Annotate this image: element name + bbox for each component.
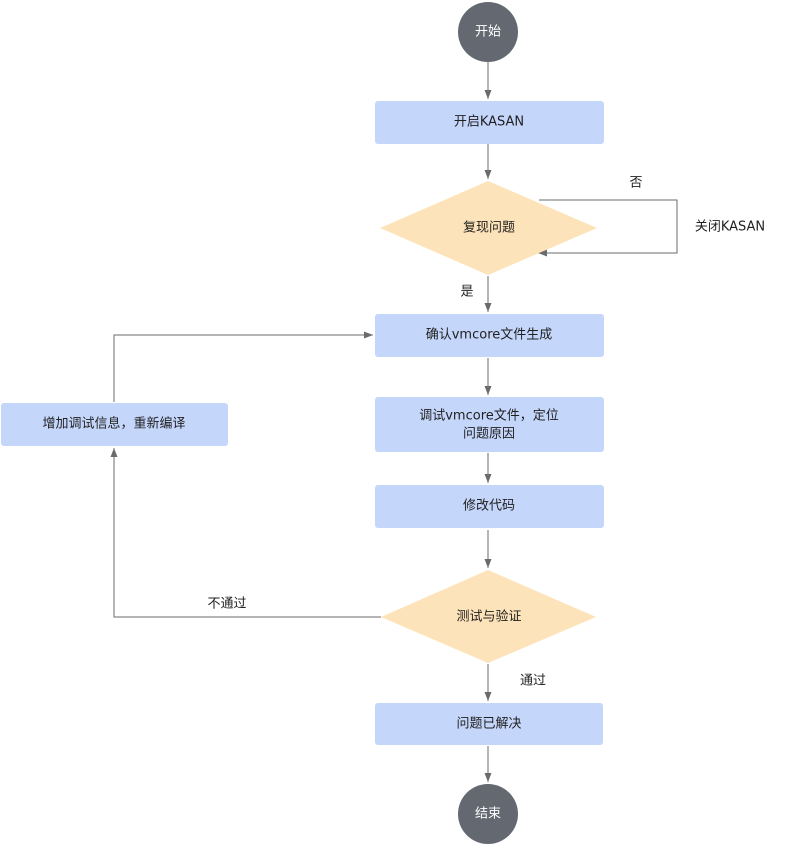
- edge-labels: 否 关闭KASAN 是 不通过 通过: [207, 176, 765, 689]
- start-node: 开始: [458, 2, 518, 62]
- debug-vmcore-node: 调试vmcore文件，定位 问题原因: [375, 397, 604, 452]
- reproduce-diamond: [380, 181, 597, 275]
- edge-label-disable-kasan: 关闭KASAN: [695, 220, 765, 235]
- enable-kasan-node: 开启KASAN: [375, 101, 604, 144]
- edge-label-not-passed: 不通过: [207, 597, 246, 612]
- edges: [110, 62, 678, 782]
- confirm-vmcore-node: 确认vmcore文件生成: [375, 314, 604, 357]
- test-verify-decision-node: 测试与验证: [381, 570, 596, 663]
- confirm-vmcore-box: [375, 314, 604, 357]
- enable-kasan-label: 开启KASAN: [454, 115, 524, 130]
- edge-add-debug-to-confirm: [113, 331, 373, 402]
- end-circle: [458, 784, 518, 844]
- add-debug-node: 增加调试信息，重新编译: [1, 403, 228, 446]
- edge-label-yes: 是: [460, 285, 473, 300]
- add-debug-box: [1, 403, 228, 446]
- end-label: 结束: [475, 807, 501, 822]
- edge-label-no: 否: [629, 176, 642, 191]
- resolved-node: 问题已解决: [375, 703, 603, 745]
- test-verify-label: 测试与验证: [456, 609, 521, 625]
- test-verify-diamond: [381, 570, 596, 663]
- start-circle: [458, 2, 518, 62]
- fix-code-node: 修改代码: [375, 485, 604, 528]
- end-node: 结束: [458, 784, 518, 844]
- reproduce-label: 复现问题: [463, 221, 515, 236]
- edge-test-not-passed-to-add-debug: [110, 448, 381, 618]
- debug-vmcore-box: [375, 397, 604, 452]
- add-debug-label: 增加调试信息，重新编译: [42, 416, 185, 432]
- resolved-box: [375, 703, 603, 745]
- fix-code-box: [375, 485, 604, 528]
- edge-label-passed: 通过: [520, 674, 546, 689]
- reproduce-decision-node: 复现问题: [380, 181, 597, 275]
- start-label: 开始: [475, 25, 501, 40]
- debug-vmcore-label-line-2: 问题原因: [463, 427, 515, 442]
- edge-reproduce-no-loop: [538, 199, 678, 257]
- debug-vmcore-label-line-1: 调试vmcore文件，定位: [419, 409, 559, 424]
- fix-code-label: 修改代码: [463, 499, 515, 514]
- enable-kasan-box: [375, 101, 604, 144]
- resolved-label: 问题已解决: [456, 717, 521, 732]
- confirm-vmcore-label: 确认vmcore文件生成: [426, 328, 553, 343]
